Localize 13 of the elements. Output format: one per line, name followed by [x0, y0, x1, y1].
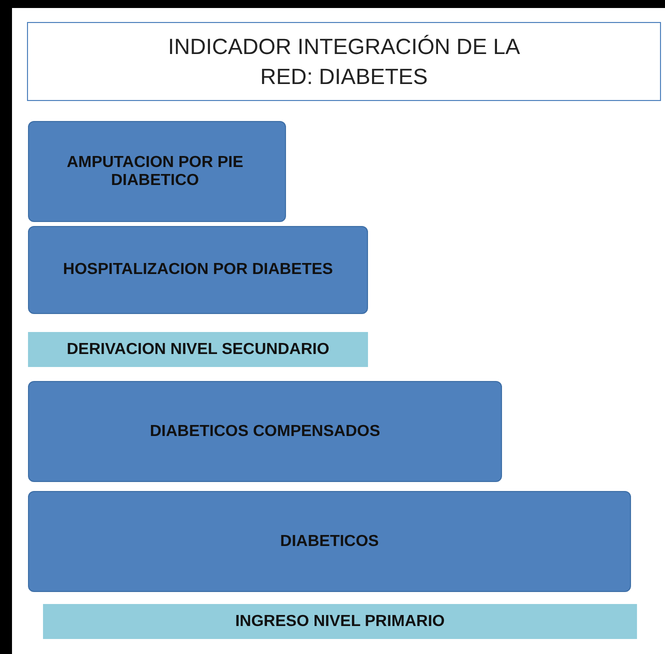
level-label: INGRESO NIVEL PRIMARIO: [235, 612, 445, 630]
level-bar: [28, 491, 631, 592]
level-label: DIABETICOS COMPENSADOS: [150, 422, 380, 440]
level-label: DERIVACION NIVEL SECUNDARIO: [66, 340, 330, 358]
title: INDICADOR INTEGRACIÓN DE LA RED: DIABETES: [27, 22, 661, 101]
level-label: DIABETICOS: [280, 532, 379, 550]
level-band: [28, 332, 368, 367]
level-band: [43, 604, 637, 639]
level-label: HOSPITALIZACION POR DIABETES: [63, 261, 333, 279]
level-label: AMPUTACION POR PIE DIABETICO: [66, 154, 244, 190]
level-bar: [28, 121, 286, 222]
level-bar: [28, 226, 368, 314]
level-bar: [28, 381, 502, 482]
